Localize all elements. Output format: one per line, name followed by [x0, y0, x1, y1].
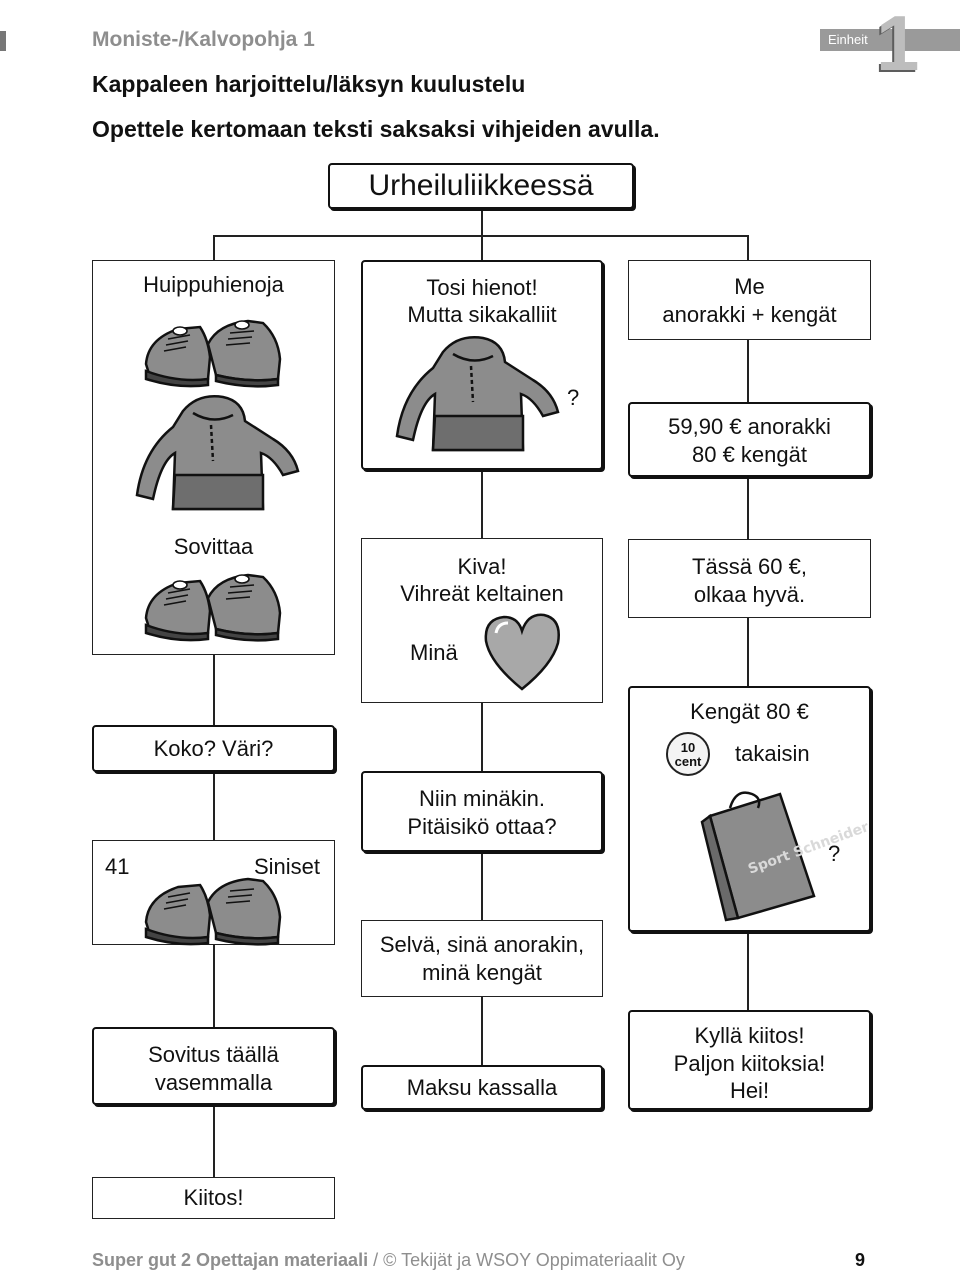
left-box-1-text: Huippuhienoja	[143, 272, 284, 297]
right-box-5-line-1: Kyllä kiitos!	[694, 1023, 805, 1048]
einheit-tab: Einheit	[820, 29, 960, 51]
right-box-5-line-2: Paljon kiitoksia!	[673, 1050, 826, 1076]
connector	[481, 235, 483, 260]
connector	[481, 852, 483, 920]
coin-unit: cent	[674, 754, 702, 769]
middle-box-4-line-2: minä kengät	[422, 959, 542, 985]
shoes-icon	[144, 319, 282, 388]
middle-box-1-line-2: Mutta sikakalliit	[407, 302, 557, 327]
shoe-size-number: 41	[105, 854, 130, 879]
header-accent-bar	[0, 31, 6, 51]
connector	[213, 945, 215, 1027]
middle-box-1-line-1: Tosi hienot!	[426, 275, 538, 300]
footer-publication: Super gut 2 Opettajan materiaali	[92, 1250, 369, 1270]
checkout-text: Maksu kassalla	[406, 1075, 558, 1100]
heading-instruction: Opettele kertomaan teksti saksaksi vihje…	[92, 116, 660, 142]
connector	[747, 932, 749, 1010]
right-box-payment: Tässä 60 €, olkaa hyvä.	[628, 539, 871, 618]
left-box-1-label-2: Sovittaa	[173, 534, 254, 559]
right-box-we: Me anorakki + kengät	[628, 260, 871, 340]
shoes-icon	[144, 573, 282, 642]
connector	[213, 235, 215, 260]
left-box-thanks: Kiitos!	[92, 1177, 335, 1219]
page-number: 9	[855, 1250, 866, 1270]
fitting-line-1: Sovitus täällä	[148, 1042, 279, 1067]
left-box-size-color: Koko? Väri?	[92, 725, 335, 772]
connector	[747, 340, 749, 402]
right-box-3-line-1: Tässä 60 €,	[692, 554, 807, 579]
right-box-goodbye: Kyllä kiitos! Paljon kiitoksia! Hei!	[628, 1010, 871, 1110]
middle-box-3-line-2: Pitäisikö ottaa?	[407, 813, 557, 839]
middle-box-1-question: ?	[567, 385, 580, 410]
footer-credit: Super gut 2 Opettajan materiaali / © Tek…	[92, 1250, 685, 1271]
thanks-text: Kiitos!	[183, 1185, 244, 1210]
right-box-4-line-1: Kengät 80 €	[690, 699, 809, 724]
left-box-blue: 41 Siniset	[92, 840, 335, 946]
footer-separator: /	[373, 1250, 379, 1270]
heart-icon	[484, 613, 560, 691]
middle-box-me-too: Niin minäkin. Pitäisikö ottaa?	[361, 771, 603, 852]
right-box-4-question: ?	[828, 841, 841, 866]
coin-icon: 10 cent	[666, 732, 710, 776]
right-box-prices: 59,90 € anorakki 80 € kengät	[628, 402, 871, 477]
title-box: Urheiluliikkeessä	[328, 163, 634, 209]
worksheet-title: Moniste-/Kalvopohja 1	[92, 28, 315, 51]
right-box-change: Kengät 80 € 10 cent takaisin Sport Schne…	[628, 686, 871, 932]
left-box-1: Huippuhienoja Sovittaa	[92, 260, 335, 655]
middle-box-2-line-3: Minä	[410, 640, 458, 665]
right-box-5-line-3: Hei!	[729, 1078, 770, 1103]
middle-box-3-line-1: Niin minäkin.	[419, 786, 545, 811]
connector	[481, 470, 483, 538]
shoe-color-text: Siniset	[253, 854, 320, 879]
right-box-3-line-2: olkaa hyvä.	[693, 581, 806, 607]
right-box-1-line-2: anorakki + kengät	[662, 301, 837, 327]
change-back-text: takaisin	[735, 741, 810, 766]
middle-box-checkout: Maksu kassalla	[361, 1065, 603, 1110]
heading-practice: Kappaleen harjoittelu/läksyn kuulustelu	[92, 71, 526, 97]
connector	[481, 997, 483, 1065]
connector	[213, 772, 215, 840]
hoodie-icon	[395, 336, 560, 452]
right-box-2-line-1: 59,90 € anorakki	[668, 414, 831, 439]
connector	[747, 477, 749, 539]
connector	[481, 703, 483, 771]
connector	[747, 618, 749, 686]
footer-copyright: © Tekijät ja WSOY Oppimateriaalit Oy	[383, 1250, 685, 1270]
einheit-number: 1	[876, 0, 920, 87]
coin-value: 10	[680, 740, 696, 755]
left-box-fitting: Sovitus täällä vasemmalla	[92, 1027, 335, 1105]
middle-box-expensive: Tosi hienot! Mutta sikakalliit ?	[361, 260, 603, 470]
middle-box-2-line-1: Kiva!	[457, 554, 507, 579]
right-box-2-line-2: 80 € kengät	[692, 441, 807, 467]
shoes-icon	[144, 877, 282, 946]
connector	[747, 235, 749, 260]
fitting-line-2: vasemmalla	[154, 1069, 273, 1095]
connector	[213, 1105, 215, 1177]
right-box-1-line-1: Me	[734, 274, 765, 299]
middle-box-4-line-1: Selvä, sinä anorakin,	[379, 932, 585, 957]
connector	[213, 655, 215, 725]
left-box-size-color-text: Koko? Väri?	[153, 736, 274, 761]
middle-box-2-line-2: Vihreät keltainen	[400, 581, 564, 606]
middle-box-decision: Selvä, sinä anorakin, minä kengät	[361, 920, 603, 997]
hoodie-icon	[135, 395, 300, 511]
title-text: Urheiluliikkeessä	[368, 169, 594, 202]
shopping-bag-icon: Sport Schneider	[700, 791, 871, 922]
middle-box-nice: Kiva! Vihreät keltainen Minä	[361, 538, 603, 703]
connector	[481, 209, 483, 237]
